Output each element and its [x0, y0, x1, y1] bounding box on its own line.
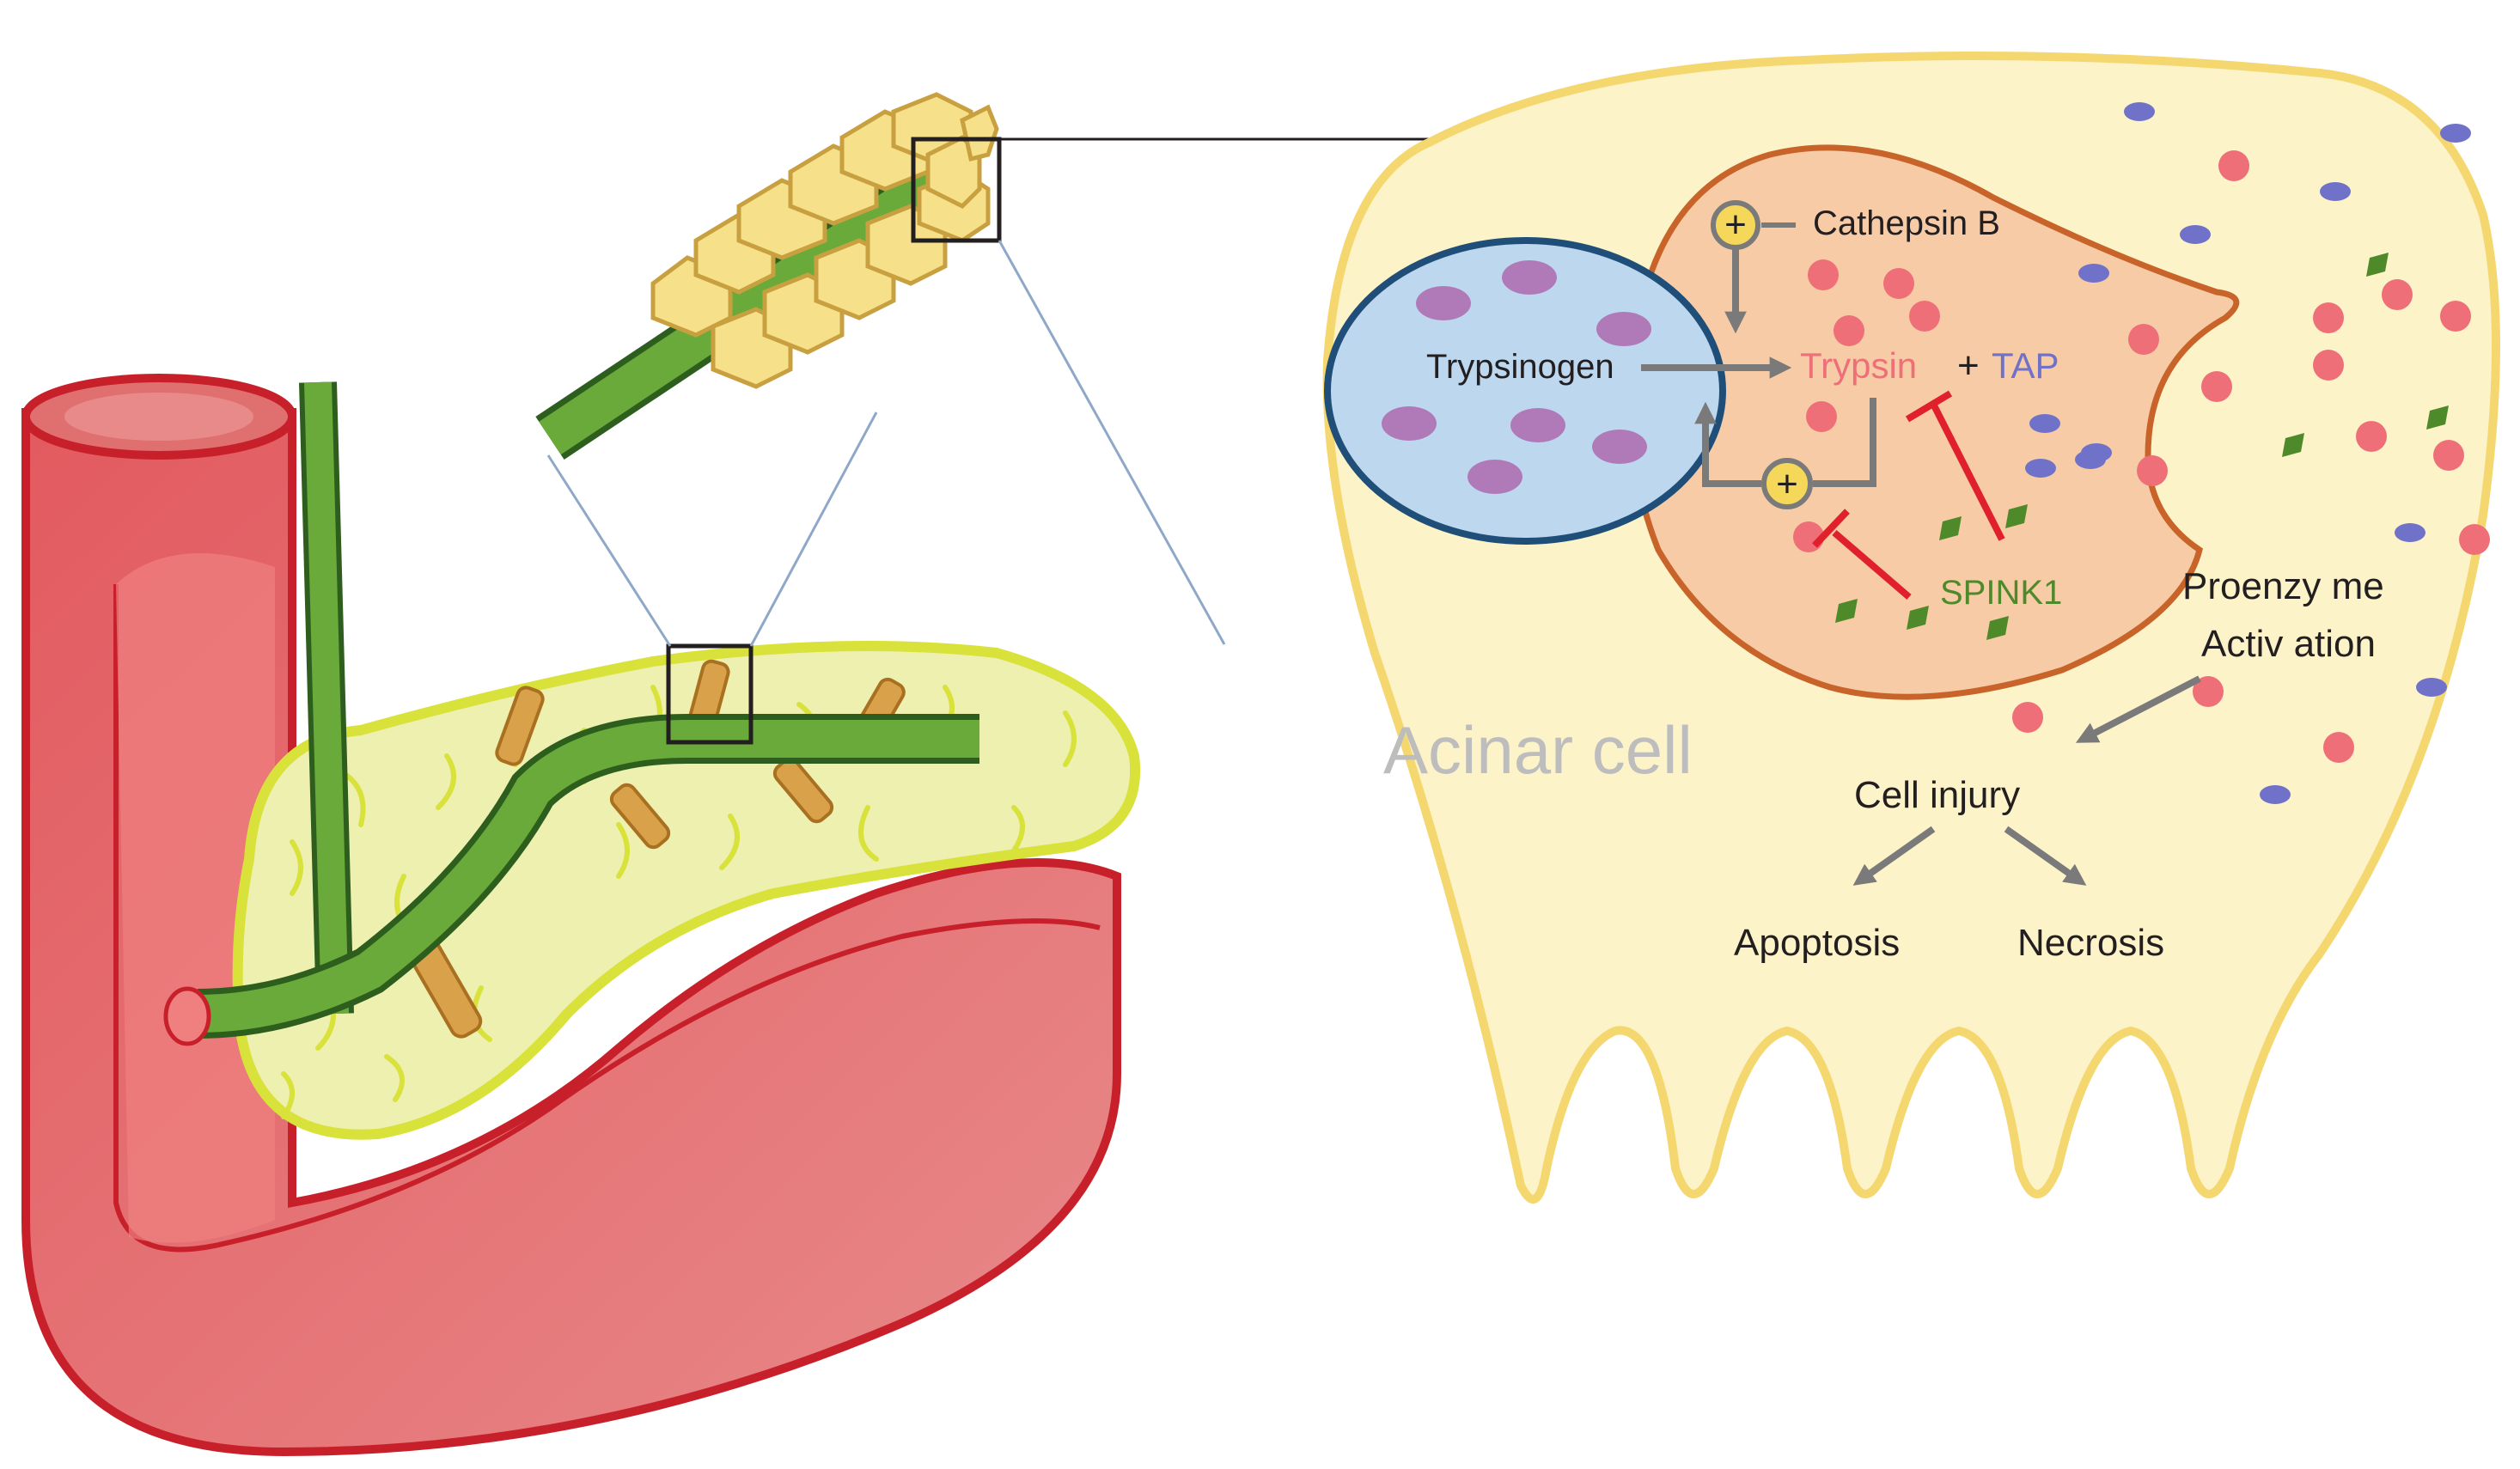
zoom-line-4	[998, 240, 1226, 645]
label-trypsin: Trypsin	[1800, 345, 1917, 386]
pancreas	[232, 641, 1141, 1140]
duodenum-outer	[21, 408, 1121, 1457]
label-trypsinogen: Trypsinogen	[1426, 348, 1614, 386]
loop-plus: +	[1776, 463, 1798, 505]
label-proenzyme-1: Proenzy me	[2182, 565, 2384, 607]
autophagic-vacuole	[1627, 144, 2240, 700]
pancreas-acini	[407, 659, 906, 1039]
duodenum-opening-inner	[64, 393, 253, 441]
label-necrosis: Necrosis	[2017, 922, 2164, 964]
spink1-inhibition	[1812, 390, 2005, 600]
zoom-box-acinus	[911, 137, 1002, 243]
trypsin-dots	[1793, 150, 2490, 763]
spink1-markers	[1835, 253, 2449, 640]
zoom-line-1	[546, 454, 672, 647]
label-acinar-cell: Acinar cell	[1383, 712, 1693, 788]
duodenum-inner-fill	[116, 553, 275, 1243]
label-plus: +	[1957, 344, 1980, 387]
label-tap: TAP	[1992, 345, 2059, 386]
pancreatic-duct	[163, 381, 979, 1046]
zoom-box-pancreas	[666, 643, 754, 745]
duodenum	[21, 374, 1121, 1457]
label-apoptosis: Apoptosis	[1734, 922, 1900, 964]
label-proenzyme-2: Activ ation	[2201, 623, 2376, 665]
acinar-cell: + + Trypsinogen Cathepsin B Trypsin + TA…	[1322, 52, 2500, 1204]
duct-opening	[163, 986, 211, 1046]
cathepsin-plus: +	[1724, 204, 1747, 246]
label-cell-injury: Cell injury	[1854, 774, 2020, 816]
acinus-enlarged	[535, 92, 999, 460]
autoactivation-loop: +	[1694, 398, 1876, 509]
label-spink1: SPINK1	[1940, 574, 2062, 612]
cathepsin-activator: +	[1711, 200, 1796, 334]
acinar-cells-cluster	[650, 92, 999, 389]
zoom-line-2	[749, 411, 878, 647]
necrosis-arrow	[2004, 826, 2087, 886]
duodenum-inner	[113, 584, 1101, 1253]
tap-dots	[2025, 102, 2471, 804]
apoptosis-arrow	[1852, 826, 1936, 886]
proenzyme-arrow	[2075, 675, 2201, 743]
label-cathepsin-b: Cathepsin B	[1813, 204, 2000, 242]
trypsinogen-dots	[1382, 260, 1651, 494]
